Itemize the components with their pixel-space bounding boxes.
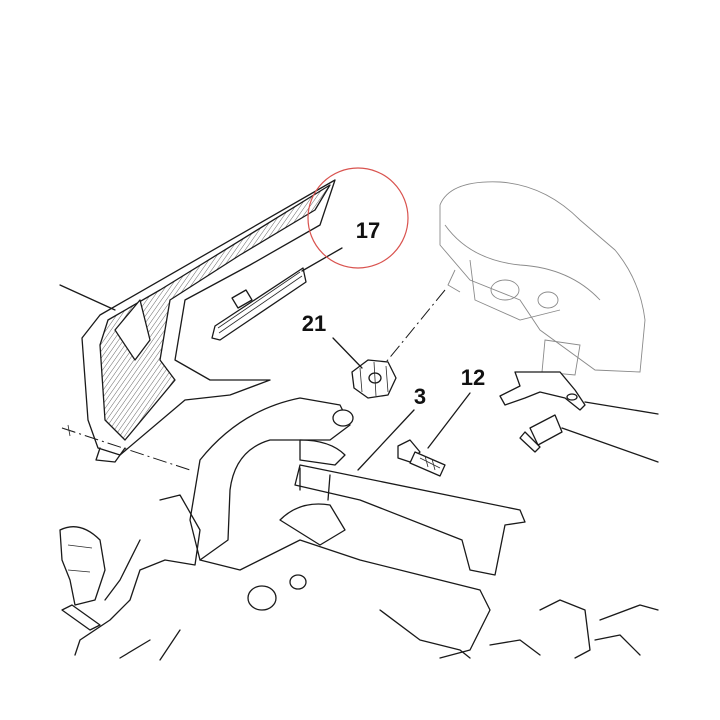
callout-17-label: 17	[356, 218, 380, 243]
engine-body-part	[59, 397, 659, 661]
cover-bracket-part	[59, 179, 336, 471]
leader-lines	[301, 247, 471, 471]
small-bracket-part	[499, 371, 659, 415]
callout-highlight-circle	[307, 167, 409, 269]
grommet-part	[351, 359, 397, 399]
callout-12-label: 12	[461, 365, 485, 390]
pump-housing-part	[377, 181, 646, 376]
callout-3-label: 3	[414, 384, 426, 409]
seal-strip-part	[211, 267, 307, 341]
stud-bolt-part	[519, 414, 659, 463]
bolt-part	[397, 439, 446, 477]
callout-21-label: 21	[302, 311, 326, 336]
